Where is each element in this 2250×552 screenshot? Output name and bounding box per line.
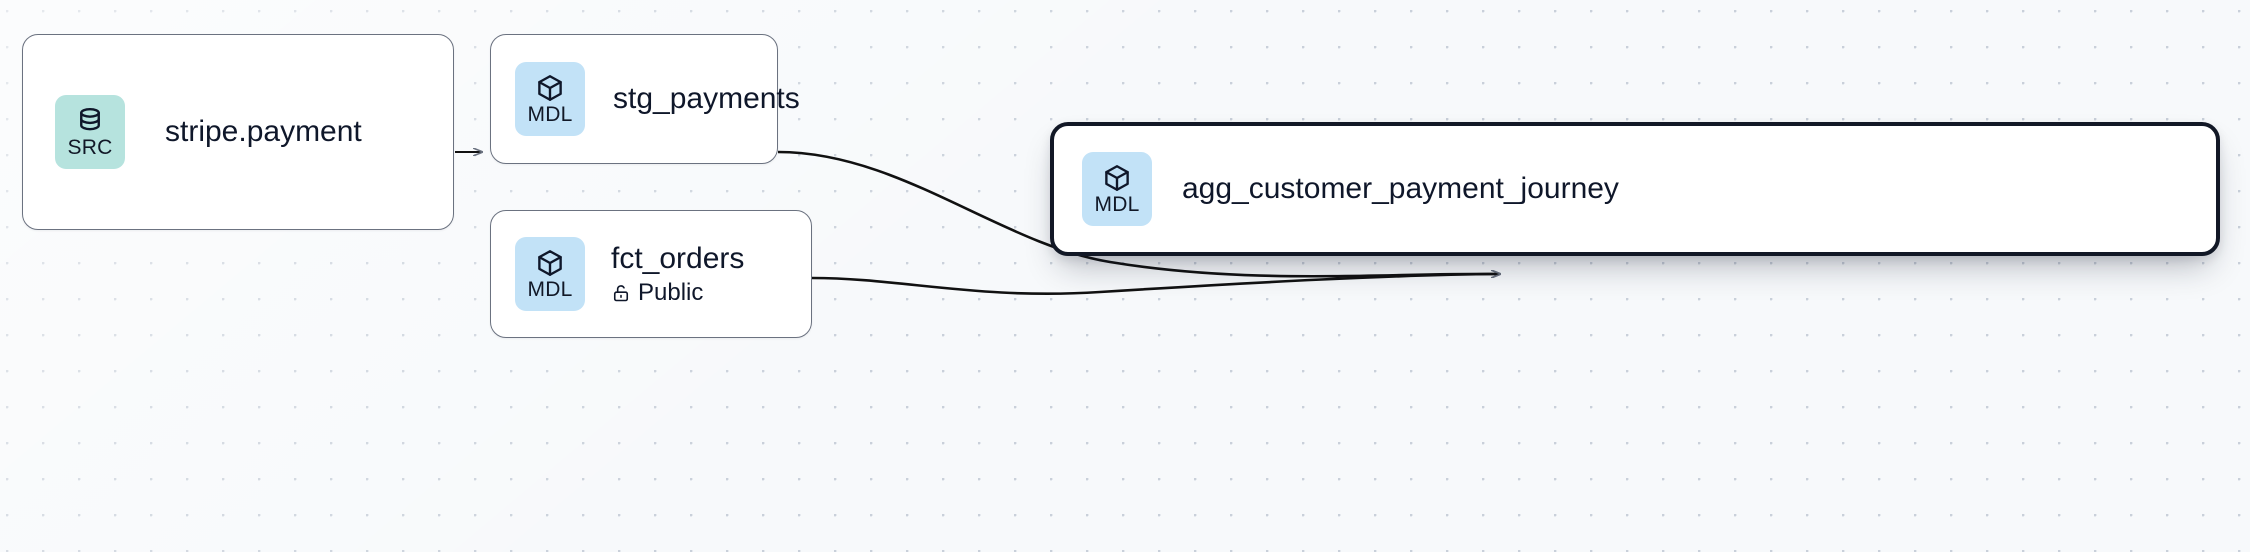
node-text-block: stg_payments <box>613 83 800 115</box>
node-badge-mdl: MDL <box>515 62 585 136</box>
node-badge-label: MDL <box>1094 193 1140 216</box>
cube-icon <box>538 250 562 276</box>
database-icon <box>80 107 100 131</box>
node-title: stg_payments <box>613 82 800 116</box>
edge-fct-orders-to-agg-journey <box>811 274 1500 296</box>
unlock-icon <box>613 284 629 302</box>
graph-node-fct-orders[interactable]: MDL fct_orders Public <box>490 210 812 338</box>
node-visibility-label: Public <box>638 279 704 307</box>
node-visibility: Public <box>611 280 744 305</box>
node-title: agg_customer_payment_journey <box>1182 172 1619 206</box>
node-title: stripe.payment <box>165 115 362 149</box>
node-badge-label: MDL <box>527 278 573 301</box>
node-badge-src: SRC <box>55 95 125 169</box>
node-badge-mdl: MDL <box>1082 152 1152 226</box>
node-badge-label: MDL <box>527 103 573 126</box>
cube-icon <box>538 75 562 101</box>
node-badge-label: SRC <box>67 136 113 159</box>
graph-node-stripe-payment[interactable]: SRC stripe.payment <box>22 34 454 230</box>
node-text-block: fct_orders Public <box>611 243 744 306</box>
node-badge-mdl: MDL <box>515 237 585 311</box>
cube-icon <box>1105 165 1129 191</box>
node-text-block: stripe.payment <box>165 116 362 148</box>
node-text-block: agg_customer_payment_journey <box>1182 173 1619 205</box>
node-title: fct_orders <box>611 241 745 275</box>
graph-node-agg-customer-payment-journey[interactable]: MDL agg_customer_payment_journey <box>1050 122 2220 256</box>
graph-node-stg-payments[interactable]: MDL stg_payments <box>490 34 800 164</box>
